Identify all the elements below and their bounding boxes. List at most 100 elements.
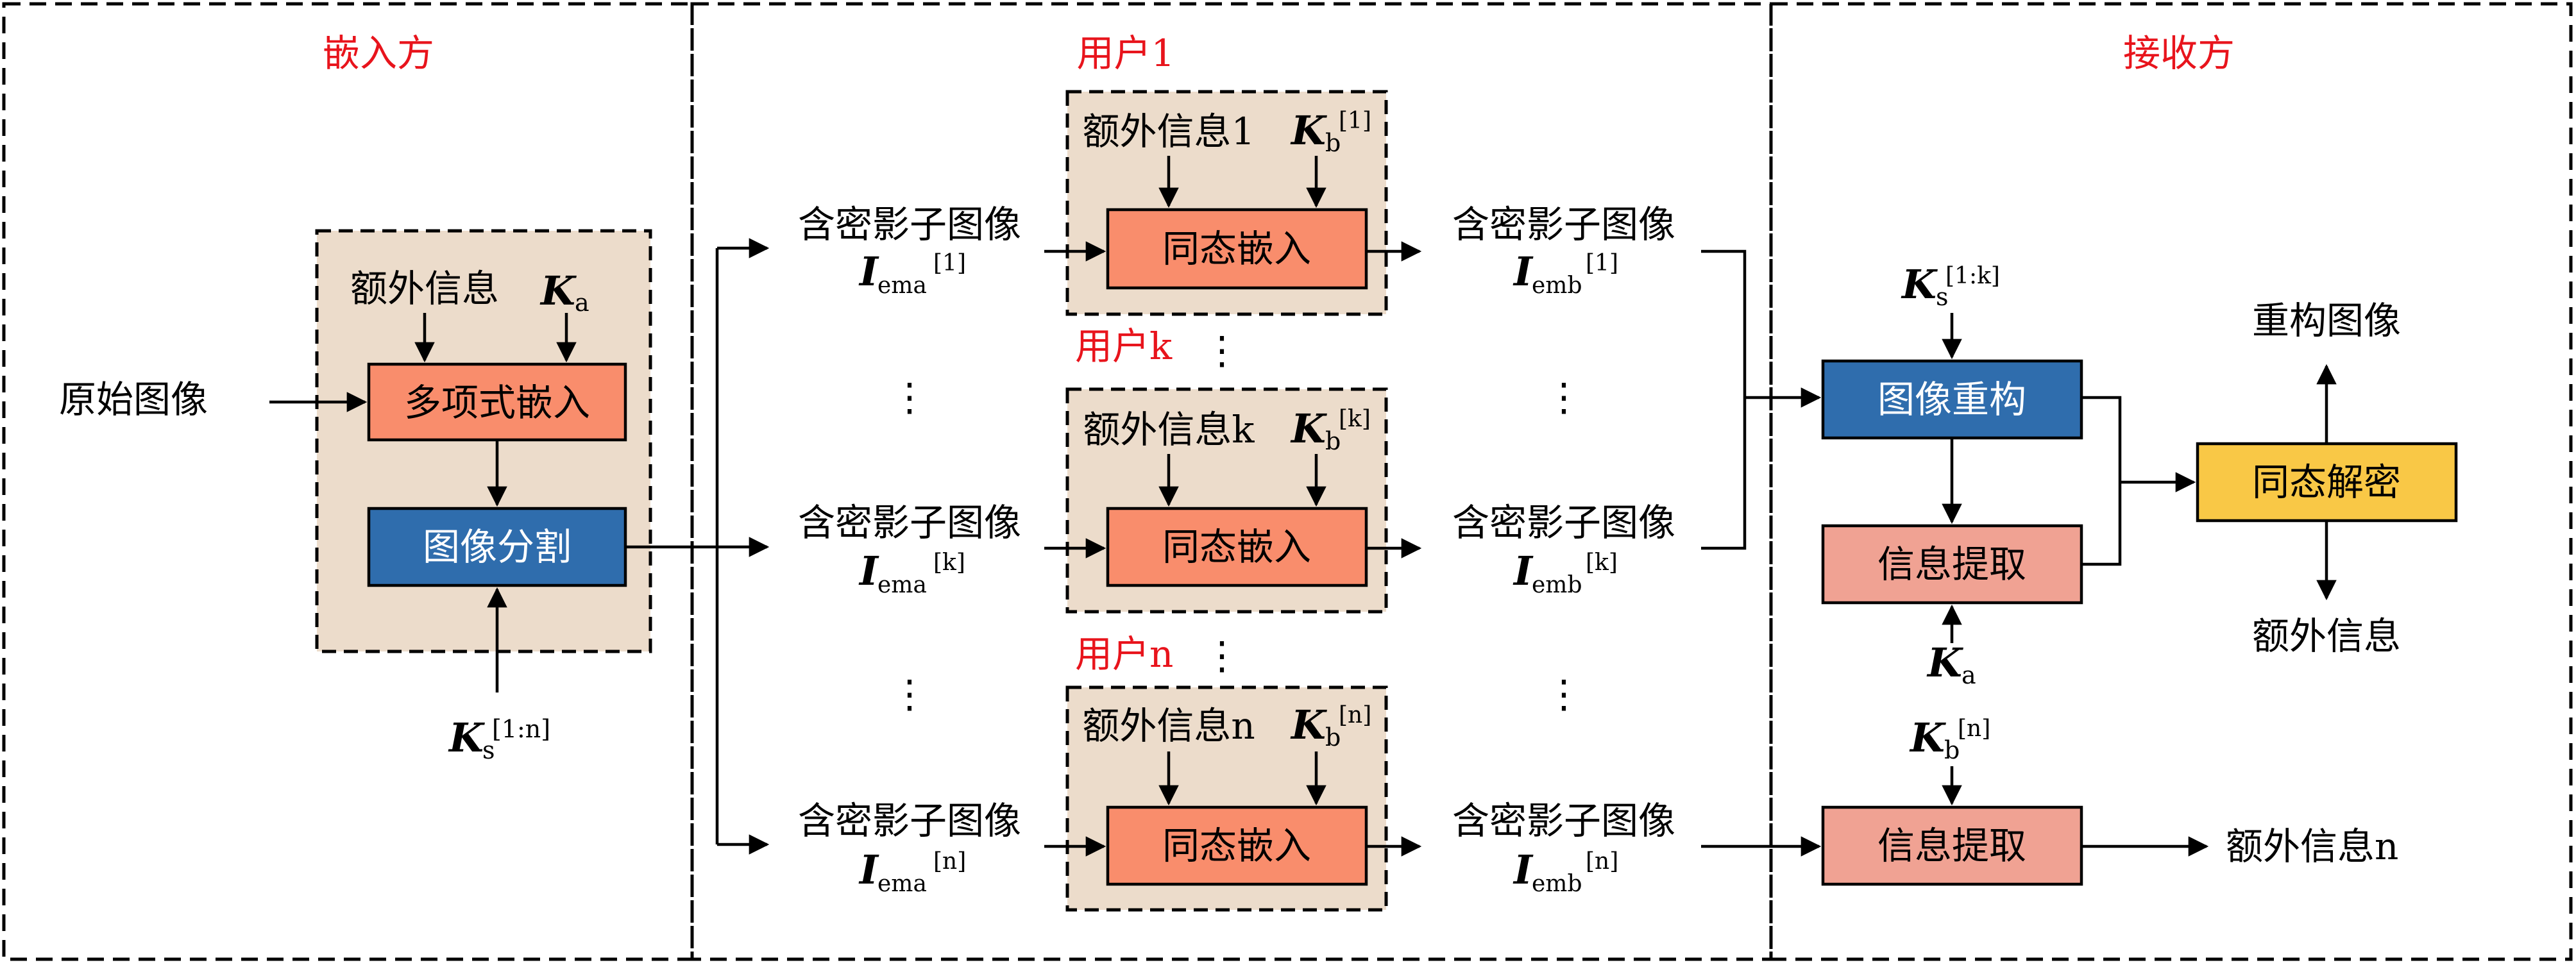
user1-title: 用户1 (1077, 31, 1175, 75)
emb-n: 含密影子图像 I emb [n] (1452, 799, 1675, 897)
image-split-box (367, 507, 627, 587)
svg-text:[1:n]: [1:n] (492, 715, 550, 743)
poly-embed-label: 多项式嵌入 (404, 381, 590, 424)
usern-key-b-label: K b [n] (1290, 701, 1371, 751)
image-split-label: 图像分割 (423, 525, 572, 569)
embedder-extra-info-label: 额外信息 (350, 267, 499, 310)
emb-1: 含密影子图像 I emb [1] (1452, 203, 1675, 299)
userk-title: 用户k (1075, 324, 1173, 368)
usern-title: 用户n (1075, 632, 1173, 676)
svg-text:emb: emb (1532, 572, 1582, 598)
receiver-key-s-label: K s [1:k] (1901, 261, 2000, 311)
emb-ellipsis-2: ⋮ (1545, 672, 1583, 717)
users-section-frame (690, 2, 1773, 961)
reconstruct-label: 图像重构 (1877, 378, 2026, 421)
svg-text:emb: emb (1532, 273, 1582, 299)
userk-key-b-label: K b [k] (1290, 405, 1371, 455)
svg-text:s: s (482, 736, 495, 764)
svg-text:I: I (1513, 846, 1534, 893)
receiver-title: 接收方 (2123, 31, 2235, 75)
user1-key-b-label: K b [1] (1290, 107, 1371, 157)
userk-homo-embed-label: 同态嵌入 (1162, 525, 1311, 569)
userk-ellipsis: ⋮ (1203, 328, 1241, 373)
svg-text:[1]: [1] (933, 250, 966, 276)
svg-text:含密影子图像: 含密影子图像 (1452, 799, 1675, 843)
extract2-box (1821, 805, 2083, 886)
svg-text:K: K (1909, 714, 1946, 761)
original-image-label: 原始图像 (59, 378, 208, 421)
svg-text:[n]: [n] (1958, 716, 1990, 742)
ema-ellipsis-2: ⋮ (890, 672, 929, 717)
svg-text:b: b (1325, 427, 1341, 455)
emb-ellipsis-1: ⋮ (1545, 375, 1583, 420)
extract2-label: 信息提取 (1877, 824, 2026, 868)
svg-text:[n]: [n] (1339, 702, 1371, 728)
svg-text:额外信息n: 额外信息n (2226, 825, 2398, 868)
svg-text:K: K (1290, 701, 1327, 748)
line-emb1-to-receiver (1701, 249, 1747, 398)
usern-extra-info-label: 额外信息n (1082, 704, 1255, 748)
decrypt-box (2196, 442, 2458, 523)
receiver-key-a-label: K a (1926, 639, 1976, 689)
svg-text:含密影子图像: 含密影子图像 (798, 203, 1021, 246)
svg-text:[1]: [1] (1586, 250, 1618, 276)
ema-ellipsis-1: ⋮ (890, 375, 929, 420)
ema-n: 含密影子图像 I ema [n] (798, 799, 1021, 897)
extract1-label: 信息提取 (1877, 542, 2026, 586)
svg-text:I: I (1513, 548, 1534, 594)
svg-text:a: a (575, 289, 589, 317)
svg-text:用户n: 用户n (1075, 632, 1173, 676)
user1-homo-embed-box (1106, 208, 1368, 290)
reconstruct-box (1821, 359, 2083, 440)
usern-homo-embed-label: 同态嵌入 (1162, 824, 1311, 868)
svg-text:[n]: [n] (933, 848, 966, 875)
svg-text:s: s (1936, 283, 1949, 311)
svg-text:额外信息k: 额外信息k (1083, 408, 1255, 451)
svg-text:[1:k]: [1:k] (1945, 263, 2000, 289)
decrypt-label: 同态解密 (2252, 460, 2401, 504)
svg-text:ema: ema (877, 572, 927, 598)
ema-1: 含密影子图像 I ema [1] (798, 203, 1021, 299)
embedder-title: 嵌入方 (323, 31, 434, 75)
user1-homo-embed-label: 同态嵌入 (1162, 227, 1311, 271)
embedder-section-frame (2, 2, 694, 961)
svg-text:[k]: [k] (1339, 406, 1371, 432)
svg-text:[1]: [1] (1339, 108, 1371, 134)
line-reconstruct-to-decrypt (2081, 396, 2122, 482)
svg-text:K: K (448, 714, 485, 761)
usern-homo-embed-box (1106, 805, 1368, 886)
svg-text:a: a (1962, 661, 1976, 689)
reconstructed-image-label: 重构图像 (2252, 299, 2401, 342)
userk-homo-embed-box (1106, 507, 1368, 587)
svg-text:K: K (1290, 107, 1327, 154)
svg-text:[k]: [k] (1586, 550, 1618, 576)
svg-text:K: K (1926, 639, 1963, 686)
userk-extra-info-label: 额外信息k (1083, 408, 1255, 451)
svg-text:用户k: 用户k (1075, 324, 1173, 368)
emb-k: 含密影子图像 I emb [k] (1452, 501, 1675, 598)
svg-text:K: K (1290, 405, 1327, 452)
svg-text:K: K (1901, 261, 1938, 308)
svg-text:含密影子图像: 含密影子图像 (1452, 203, 1675, 246)
svg-text:ema: ema (877, 273, 927, 299)
svg-text:emb: emb (1532, 871, 1582, 897)
poly-embed-box (367, 362, 627, 442)
embedder-key-s-label: K s [1:n] (448, 714, 550, 764)
extra-info-n-label: 额外信息n (2226, 825, 2398, 868)
svg-text:b: b (1944, 736, 1960, 764)
embedder-key-a-label: K a (539, 267, 589, 317)
svg-text:含密影子图像: 含密影子图像 (798, 501, 1021, 544)
receiver-key-b-label: K b [n] (1909, 714, 1990, 764)
svg-text:[k]: [k] (933, 550, 965, 576)
usern-ellipsis: ⋮ (1203, 634, 1241, 678)
svg-text:I: I (858, 248, 879, 295)
svg-text:额外信息n: 额外信息n (1082, 704, 1255, 748)
svg-text:I: I (858, 548, 879, 594)
ema-k: 含密影子图像 I ema [k] (798, 501, 1021, 598)
extra-info-out-label: 额外信息 (2252, 614, 2401, 658)
svg-text:I: I (858, 846, 879, 893)
svg-text:含密影子图像: 含密影子图像 (1452, 501, 1675, 544)
svg-text:含密影子图像: 含密影子图像 (798, 799, 1021, 843)
svg-text:I: I (1513, 248, 1534, 295)
